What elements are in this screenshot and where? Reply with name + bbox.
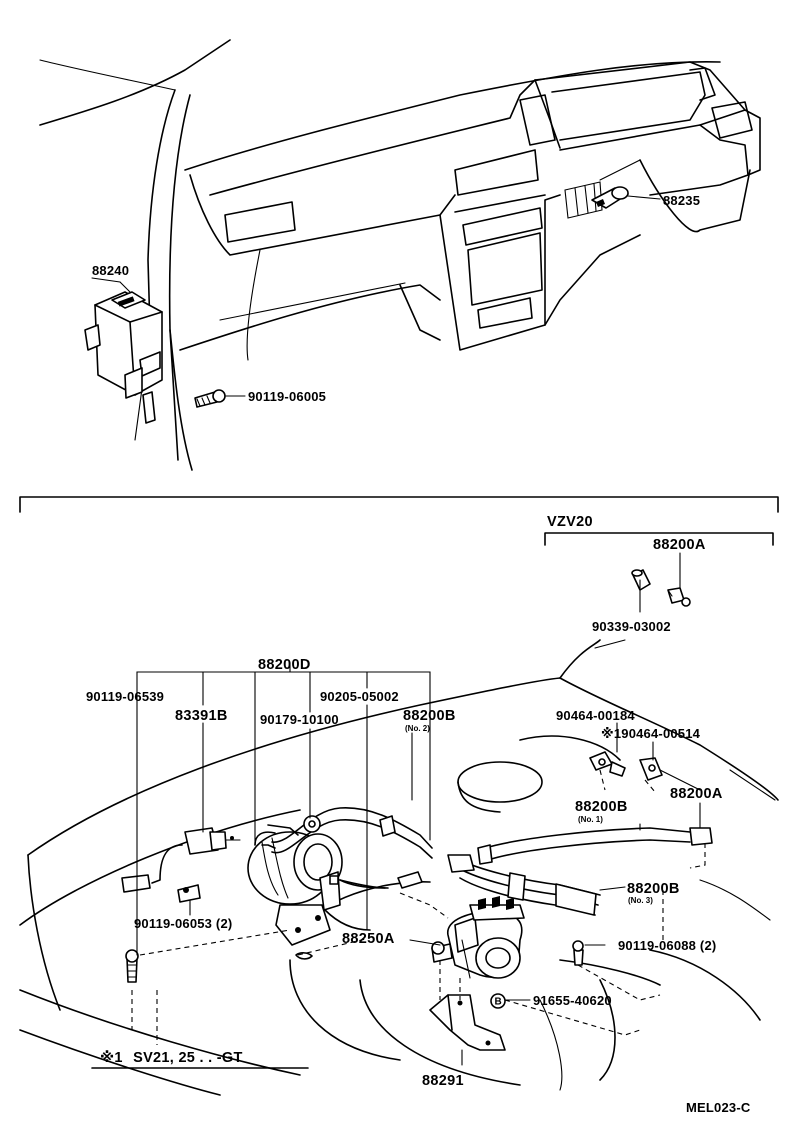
section-bracket bbox=[19, 496, 779, 513]
bolt-icon-lower bbox=[125, 940, 584, 983]
label-91655-40620: 91655-40620 bbox=[533, 993, 612, 1008]
label-88200B-no1: 88200B bbox=[575, 799, 628, 815]
cruise-control-computer-icon bbox=[84, 277, 163, 424]
label-88291: 88291 bbox=[422, 1073, 464, 1089]
note-variants: SV21, 25 . . -GT bbox=[133, 1050, 243, 1066]
label-90464-00514: ※190464-00514 bbox=[601, 726, 701, 741]
vsv-parts-icon bbox=[631, 569, 691, 607]
label-83391B: 83391B bbox=[175, 708, 228, 724]
label-90119-06005: 90119-06005 bbox=[248, 389, 326, 404]
bracket-icon bbox=[429, 994, 506, 1051]
label-88200A: 88200A bbox=[670, 786, 723, 802]
actuator-icon bbox=[247, 831, 389, 946]
label-90464-00184: 90464-00184 bbox=[556, 708, 635, 723]
cable-linkage-icon bbox=[121, 827, 241, 903]
label-88240: 88240 bbox=[92, 263, 129, 278]
leader-lines bbox=[136, 552, 701, 1066]
label-88235: 88235 bbox=[663, 193, 700, 208]
phantom-lines bbox=[131, 769, 706, 1045]
label-90119-06539: 90119-06539 bbox=[86, 689, 164, 704]
cruise-switch-icon bbox=[591, 186, 661, 209]
hose-icon bbox=[254, 807, 713, 931]
label-88200B-no2-sub: (No. 2) bbox=[405, 724, 430, 733]
bolt-icon bbox=[194, 389, 246, 408]
clamp-icon bbox=[303, 815, 321, 833]
label-88200B-no3: 88200B bbox=[627, 881, 680, 897]
hose-clamp-icon bbox=[589, 751, 663, 781]
note-mark: ※1 bbox=[100, 1050, 123, 1066]
label-88200A-box: 88200A bbox=[653, 537, 706, 553]
variant-title: VZV20 bbox=[547, 514, 593, 530]
variant-bracket bbox=[544, 532, 774, 546]
label-88200B-no2: 88200B bbox=[403, 708, 456, 724]
engine-bay-outline-icon bbox=[19, 639, 779, 1096]
label-88200B-no3-sub: (No. 3) bbox=[628, 896, 653, 905]
vacuum-pump-icon bbox=[431, 896, 525, 979]
label-88250A: 88250A bbox=[342, 931, 395, 947]
dashboard-outline-icon bbox=[39, 39, 761, 471]
mark-b-letter: B bbox=[495, 997, 502, 1008]
label-90119-06088: 90119-06088 (2) bbox=[618, 938, 716, 953]
drawing-code: MEL023-C bbox=[686, 1100, 751, 1115]
label-90119-06053: 90119-06053 (2) bbox=[134, 916, 232, 931]
label-90339-03002: 90339-03002 bbox=[592, 619, 671, 634]
label-88200D: 88200D bbox=[258, 657, 311, 673]
note-text: ※1 SV21, 25 . . -GT bbox=[100, 1050, 243, 1066]
label-90205-05002: 90205-05002 bbox=[320, 689, 399, 704]
label-90179-10100: 90179-10100 bbox=[260, 712, 339, 727]
label-88200B-no1-sub: (No. 1) bbox=[578, 815, 603, 824]
mark-b-icon: B bbox=[490, 993, 506, 1009]
